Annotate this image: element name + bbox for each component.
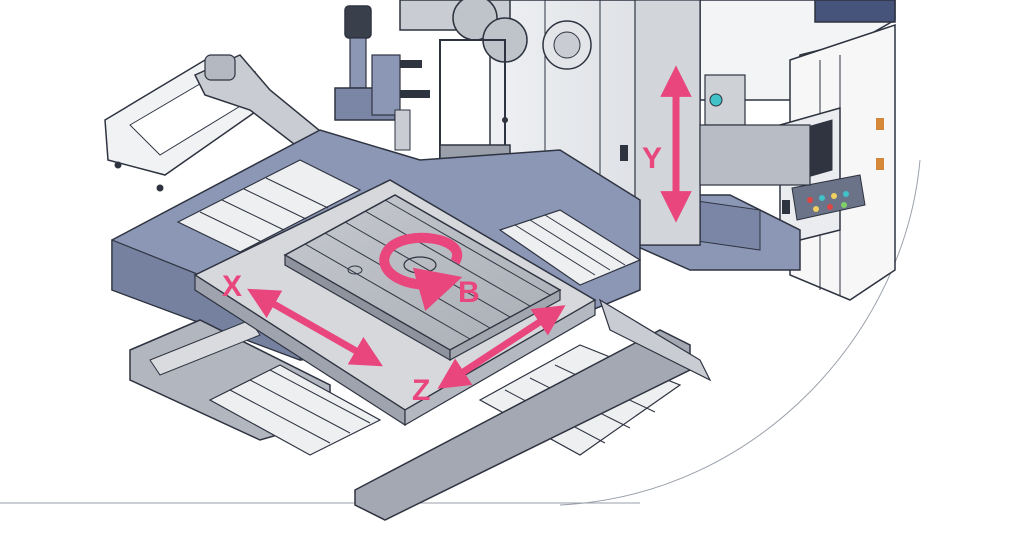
z-rail — [354, 298, 712, 521]
hydraulic-unit — [699, 74, 811, 186]
way-cover-right — [498, 209, 642, 286]
z-axis-label: Z — [412, 374, 430, 407]
enclosure-arc — [559, 159, 921, 506]
way-cover-left — [176, 159, 362, 253]
b-axis-indicator: B — [379, 232, 480, 312]
z-axis-arrow — [437, 305, 566, 389]
spindle-head — [399, 0, 592, 166]
x-axis-label: X — [222, 270, 242, 303]
rotation-arrow-icon — [379, 232, 463, 312]
b-axis-label: B — [458, 276, 480, 309]
z-axis-indicator: Z — [412, 305, 566, 407]
y-axis-label: Y — [642, 142, 662, 175]
y-axis-indicator: Y — [642, 65, 692, 223]
way-cover-front-left — [208, 364, 382, 456]
x-axis-arrow — [247, 288, 383, 367]
x-axis-indicator: X — [222, 270, 383, 367]
coolant-motor-icon — [334, 5, 430, 151]
